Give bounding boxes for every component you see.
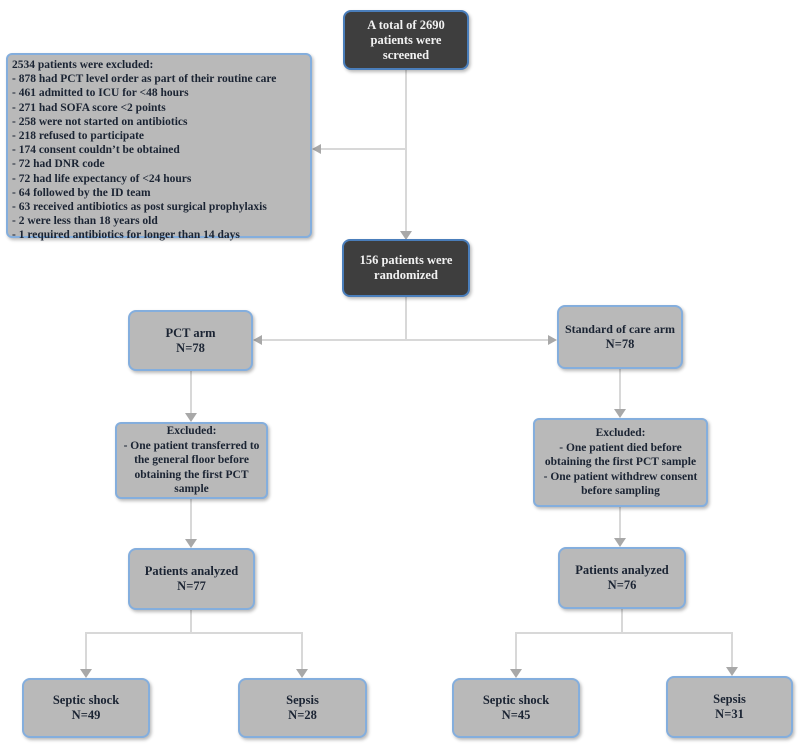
arrow-down-icon [614, 538, 626, 547]
pct-sepsis-label: Sepsis [286, 693, 319, 707]
text-line: - One patient withdrew consent before sa… [543, 470, 698, 498]
randomized-box: 156 patients were randomized [342, 239, 470, 297]
text-line: - 72 had DNR code [12, 158, 105, 171]
connector-pct-arm-down [190, 371, 192, 415]
pct-sepsis-n: N=28 [288, 708, 317, 722]
connector-randomized-down [405, 297, 407, 341]
pct-arm-box: PCT arm N=78 [128, 310, 253, 371]
arrow-down-icon [185, 413, 197, 422]
connector-pct-analyzed-down [190, 610, 192, 634]
pct-sepsis-box: Sepsis N=28 [238, 678, 367, 738]
arrow-right-icon [548, 335, 557, 345]
exclusions-box: 2534 patients were excluded: - 878 had P… [6, 53, 312, 241]
connector-soc-arm-down [619, 369, 621, 411]
text-line: - One patient transferred to the general… [123, 439, 260, 496]
pct-septic-shock-label: Septic shock [52, 693, 120, 707]
text-line: - 64 followed by the ID team [12, 186, 151, 199]
soc-arm-n: N=78 [605, 337, 635, 351]
soc-sepsis-label: Sepsis [713, 692, 746, 706]
connector-pct-bottom-branch [85, 632, 303, 634]
soc-sepsis-box: Sepsis N=31 [666, 676, 793, 738]
arrow-down-icon [185, 539, 197, 548]
text-line: Excluded: [595, 427, 646, 440]
arrow-down-icon [80, 669, 92, 678]
text-line: - 63 received antibiotics as post surgic… [12, 201, 267, 214]
soc-arm-label: Standard of care arm [564, 322, 676, 336]
arrow-down-icon [400, 231, 412, 240]
arrow-left-icon [253, 335, 262, 345]
soc-sepsis-n: N=31 [715, 707, 744, 721]
connector-soc-septic-drop [515, 632, 517, 670]
screened-box: A total of 2690 patients were screened [343, 10, 469, 70]
connector-pct-sepsis-drop [301, 632, 303, 670]
connector-soc-analyzed-down [621, 609, 623, 634]
soc-septic-shock-label: Septic shock [482, 693, 550, 707]
soc-arm-box: Standard of care arm N=78 [557, 305, 683, 369]
connector-screened-to-randomized [405, 70, 407, 240]
connector-to-exclusions [320, 148, 406, 150]
arrow-down-icon [510, 669, 522, 678]
connector-arms-branch [262, 339, 548, 341]
connector-pct-septic-drop [85, 632, 87, 670]
text-line: - 271 had SOFA score <2 points [12, 101, 166, 114]
arrow-left-icon [312, 144, 321, 154]
pct-analyzed-box: Patients analyzed N=77 [128, 548, 255, 610]
soc-septic-shock-n: N=45 [501, 708, 531, 722]
pct-excluded-box: Excluded:- One patient transferred to th… [115, 422, 268, 499]
connector-soc-bottom-branch [515, 632, 733, 634]
text-line: - 461 admitted to ICU for <48 hours [12, 87, 189, 100]
pct-septic-shock-n: N=49 [71, 708, 101, 722]
text-line: - One patient died before obtaining the … [544, 441, 697, 469]
arrow-down-icon [296, 669, 308, 678]
text-line: - 218 refused to participate [12, 130, 145, 143]
connector-soc-sepsis-drop [731, 632, 733, 670]
soc-analyzed-n: N=76 [607, 578, 637, 592]
pct-analyzed-n: N=77 [177, 579, 206, 593]
text-line: - 258 were not started on antibiotics [12, 115, 188, 128]
text-line: Excluded: [166, 425, 217, 438]
text-line: - 878 had PCT level order as part of the… [12, 73, 277, 86]
pct-arm-label: PCT arm [165, 325, 216, 340]
exclusions-list: - 878 had PCT level order as part of the… [12, 72, 276, 242]
soc-analyzed-box: Patients analyzed N=76 [558, 547, 686, 609]
text-line: - 174 consent couldn’t be obtained [12, 144, 180, 157]
arrow-down-icon [614, 409, 626, 418]
soc-septic-shock-box: Septic shock N=45 [452, 678, 580, 738]
text-line: - 2 were less than 18 years old [12, 215, 158, 228]
soc-analyzed-label: Patients analyzed [575, 563, 669, 577]
text-line: - 1 required antibiotics for longer than… [12, 229, 240, 242]
soc-excluded-box: Excluded:- One patient died before obtai… [533, 418, 708, 507]
arrow-down-icon [726, 667, 738, 676]
pct-arm-n: N=78 [176, 340, 205, 355]
pct-analyzed-label: Patients analyzed [144, 564, 239, 578]
pct-septic-shock-box: Septic shock N=49 [22, 678, 150, 738]
exclusions-title: 2534 patients were excluded: [12, 59, 154, 71]
text-line: - 72 had life expectancy of <24 hours [12, 172, 192, 185]
connector-soc-excluded-down [619, 507, 621, 540]
connector-pct-excluded-down [190, 499, 192, 541]
